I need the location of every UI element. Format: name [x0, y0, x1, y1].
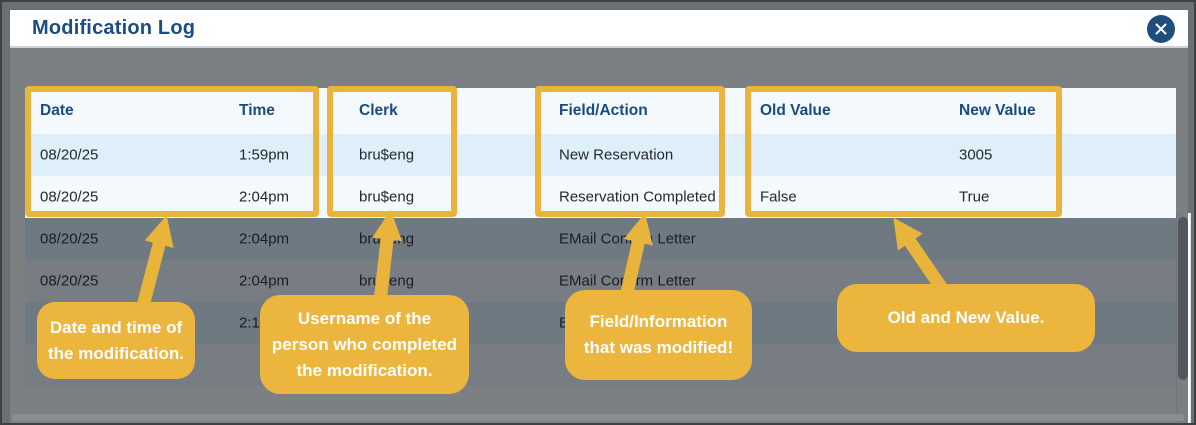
modal-header: Modification Log — [10, 10, 1188, 48]
cell-clerk: bru$eng — [359, 146, 415, 164]
callout-old-new-value: Old and New Value. — [837, 284, 1095, 352]
close-button[interactable] — [1147, 15, 1175, 43]
column-header-time: Time — [239, 102, 275, 119]
callout-clerk: Username of the person who completed the… — [260, 295, 469, 394]
cell-field-action: EMail Confirm Letter — [559, 230, 696, 248]
cell-field-action: Reservation Completed — [559, 188, 716, 206]
cell-field-action: EMail Confirm Letter — [559, 272, 696, 290]
cell-time: 1:59pm — [239, 146, 290, 164]
callout-date-time: Date and time of the modification. — [37, 302, 195, 379]
scrollbar-thumb[interactable] — [1178, 217, 1188, 380]
cell-time: 2:04pm — [239, 188, 290, 206]
cell-clerk: bru$eng — [359, 272, 415, 290]
column-header-clerk: Clerk — [359, 102, 398, 119]
close-icon — [1155, 23, 1167, 35]
cell-time: 2:04pm — [239, 272, 290, 290]
cell-date: 08/20/25 — [40, 188, 99, 206]
cell-new-value: True — [959, 188, 990, 206]
cell-clerk: bru$eng — [359, 188, 415, 206]
highlight-box-date-time — [25, 86, 319, 217]
highlight-box-field-action — [535, 86, 725, 217]
table-row: 08/20/25 2:04pm bru$eng EMail Confirm Le… — [25, 218, 1176, 260]
modal-bottom-edge — [12, 414, 1184, 421]
cell-date: 08/20/25 — [40, 230, 99, 248]
column-header-new-value: New Value — [959, 102, 1036, 119]
cell-old-value: False — [760, 188, 797, 206]
table-header-row: Date Time Clerk Field/Action Old Value N… — [25, 88, 1176, 134]
cell-date: 08/20/25 — [40, 146, 99, 164]
highlight-box-old-new-value — [745, 86, 1062, 217]
cell-field-action: New Reservation — [559, 146, 674, 164]
table-row: 08/20/25 1:59pm bru$eng New Reservation … — [25, 134, 1176, 176]
cell-new-value: 3005 — [959, 146, 993, 164]
cell-date: 08/20/25 — [40, 272, 99, 290]
column-header-date: Date — [40, 102, 74, 119]
page-title: Modification Log — [32, 16, 196, 39]
column-header-old-value: Old Value — [760, 102, 831, 119]
cell-clerk: bru$eng — [359, 230, 415, 248]
highlight-box-clerk — [327, 86, 457, 217]
cell-time: 2:04pm — [239, 230, 290, 248]
callout-field-action: Field/Information that was modified! — [565, 290, 752, 380]
column-header-field-action: Field/Action — [559, 102, 648, 119]
